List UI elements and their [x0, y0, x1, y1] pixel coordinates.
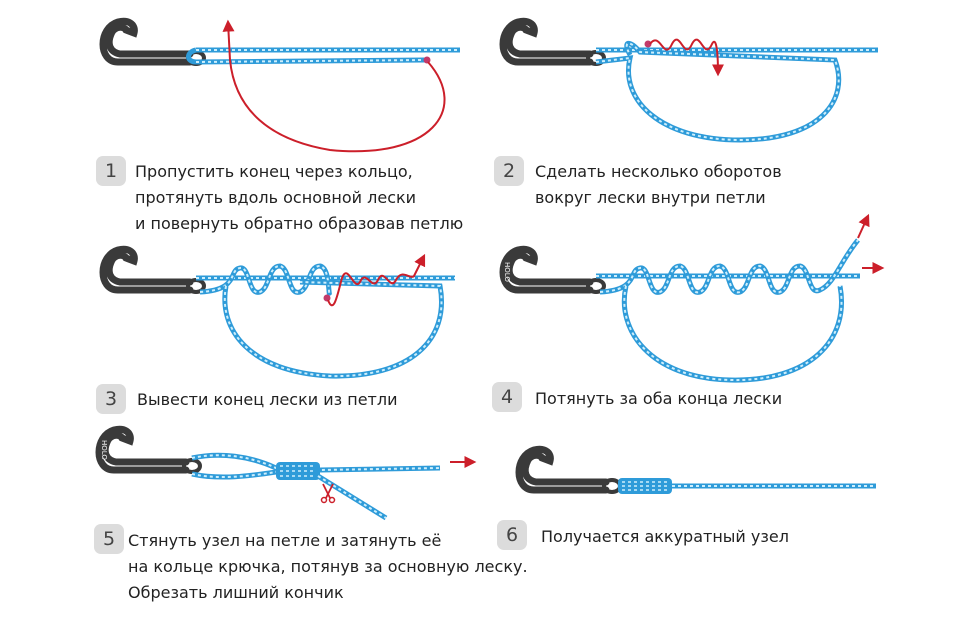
caption-line: Вывести конец лески из петли — [137, 390, 398, 409]
fish-hook-icon — [99, 245, 206, 294]
fish-hook-icon: HOLO — [499, 245, 606, 294]
panel-2-illustration — [499, 17, 878, 143]
caption-line: и повернуть обратно образовав петлю — [135, 214, 464, 233]
svg-text:HOLO: HOLO — [503, 262, 511, 282]
caption-line: Получается аккуратный узел — [541, 527, 789, 546]
fishing-line — [596, 238, 860, 383]
step-caption: Сделать несколько оборотов вокруг лески … — [535, 159, 782, 211]
panel-4-illustration: HOLO — [499, 213, 885, 383]
step-number-badge: 5 — [94, 524, 124, 554]
scissors-icon — [320, 483, 336, 504]
step-number-badge: 3 — [96, 384, 126, 414]
caption-line: Пропустить конец через кольцо, — [135, 162, 413, 181]
fishing-line — [186, 47, 460, 65]
caption-line: протянуть вдоль основной лески — [135, 188, 417, 207]
arrow-icon — [222, 19, 446, 153]
caption-line: Стянуть узел на петле и затянуть её — [128, 531, 442, 550]
fishing-line — [196, 263, 455, 379]
step-caption: Пропустить конец через кольцо, протянуть… — [135, 159, 463, 237]
caption-line: Потянуть за оба конца лески — [535, 389, 783, 408]
caption-line: на кольце крючка, потянув за основную ле… — [128, 557, 528, 576]
step-number-badge: 6 — [497, 520, 527, 550]
step-caption: Получается аккуратный узел — [541, 524, 789, 550]
arrow-icon — [649, 38, 724, 77]
panel-6-illustration — [515, 445, 876, 494]
arrow-icon — [327, 253, 426, 307]
caption-line: Обрезать лишний кончик — [128, 583, 344, 602]
caption-line: вокруг лески внутри петли — [535, 188, 766, 207]
fish-hook-icon — [499, 17, 606, 66]
step-number-badge: 1 — [96, 156, 126, 186]
panel-3-illustration — [99, 245, 455, 379]
caption-line: Сделать несколько оборотов — [535, 162, 782, 181]
step-caption: Стянуть узел на петле и затянуть её на к… — [128, 528, 528, 606]
panel-1-illustration — [99, 17, 460, 153]
svg-text:HOLO: HOLO — [100, 440, 108, 460]
fish-hook-icon — [515, 445, 622, 494]
fishing-line — [595, 40, 878, 143]
fishing-line — [618, 478, 876, 494]
step-number-badge: 2 — [494, 156, 524, 186]
panel-5-illustration: HOLO — [95, 425, 477, 521]
fish-hook-icon: HOLO — [95, 425, 202, 474]
step-number-badge: 4 — [492, 382, 522, 412]
step-caption: Потянуть за оба конца лески — [535, 386, 782, 412]
arrow-icon — [857, 213, 870, 239]
step-caption: Вывести конец лески из петли — [137, 387, 397, 413]
fishing-line — [191, 452, 441, 521]
